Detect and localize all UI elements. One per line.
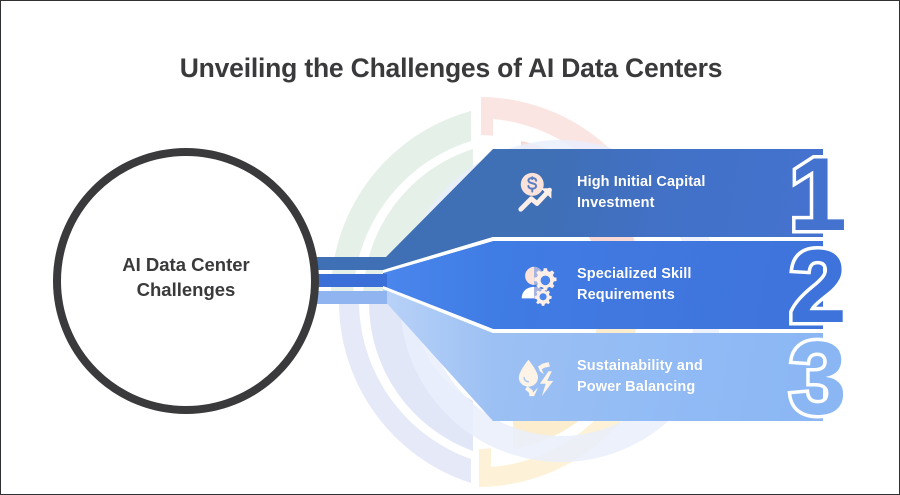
hub-circle: AI Data Center Challenges xyxy=(53,148,319,414)
challenge-bar-1-label: High Initial Capital Investment xyxy=(577,172,705,213)
droplet-bolt-icon xyxy=(515,354,561,400)
challenge-bar-1[interactable]: High Initial Capital Investment xyxy=(493,149,823,237)
challenge-number-3: 3 xyxy=(786,321,851,437)
bar-3-title-line1: Sustainability and xyxy=(577,358,703,375)
hub-circle-label: AI Data Center Challenges xyxy=(53,253,319,302)
bar-2-title-line1: Specialized Skill xyxy=(577,266,692,283)
bar-1-title-line2: Investment xyxy=(577,195,655,211)
challenge-bar-2[interactable]: Specialized Skill Requirements xyxy=(493,241,823,329)
bar-2-title-line2: Requirements xyxy=(577,287,675,303)
challenge-bar-2-label: Specialized Skill Requirements xyxy=(577,264,692,305)
dollar-growth-icon xyxy=(515,170,561,216)
bar-1-title-line1: High Initial Capital xyxy=(577,174,706,191)
challenge-number-1: 1 xyxy=(786,137,851,253)
hub-label-line1: AI Data Center xyxy=(122,254,250,275)
challenge-bar-3[interactable]: Sustainability and Power Balancing xyxy=(493,333,823,421)
page-title: Unveiling the Challenges of AI Data Cent… xyxy=(179,53,723,83)
bar-3-title-line2: Power Balancing xyxy=(577,379,696,395)
hub-label-line2: Challenges xyxy=(136,278,236,300)
hub-circle-ring xyxy=(53,148,319,414)
challenge-bar-3-label: Sustainability and Power Balancing xyxy=(577,356,703,397)
person-gear-icon xyxy=(515,262,561,308)
challenge-number-2: 2 xyxy=(786,229,851,345)
